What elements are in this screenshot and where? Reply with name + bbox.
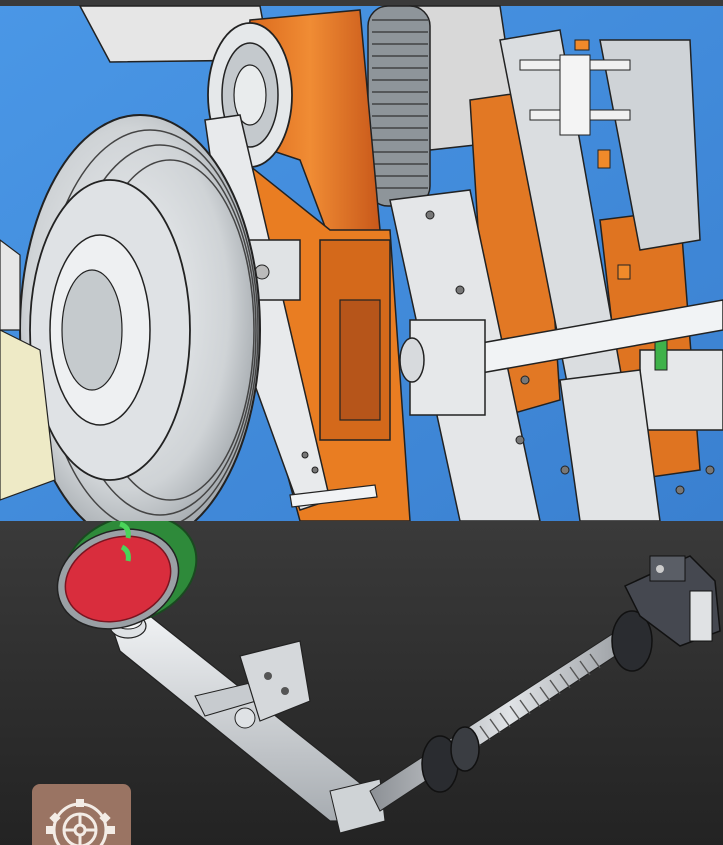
gear-wheel [367, 5, 431, 207]
machine-assembly-render [0, 0, 723, 521]
gear-document-icon [46, 799, 115, 845]
end-bracket [623, 555, 721, 647]
spring-rod [369, 610, 653, 812]
badge [32, 784, 131, 845]
steel-columns [389, 29, 723, 521]
large-pulley [19, 114, 261, 521]
main-shaft [399, 299, 723, 416]
cam-linkage-render [0, 521, 723, 845]
cam-wheel [56, 521, 198, 630]
